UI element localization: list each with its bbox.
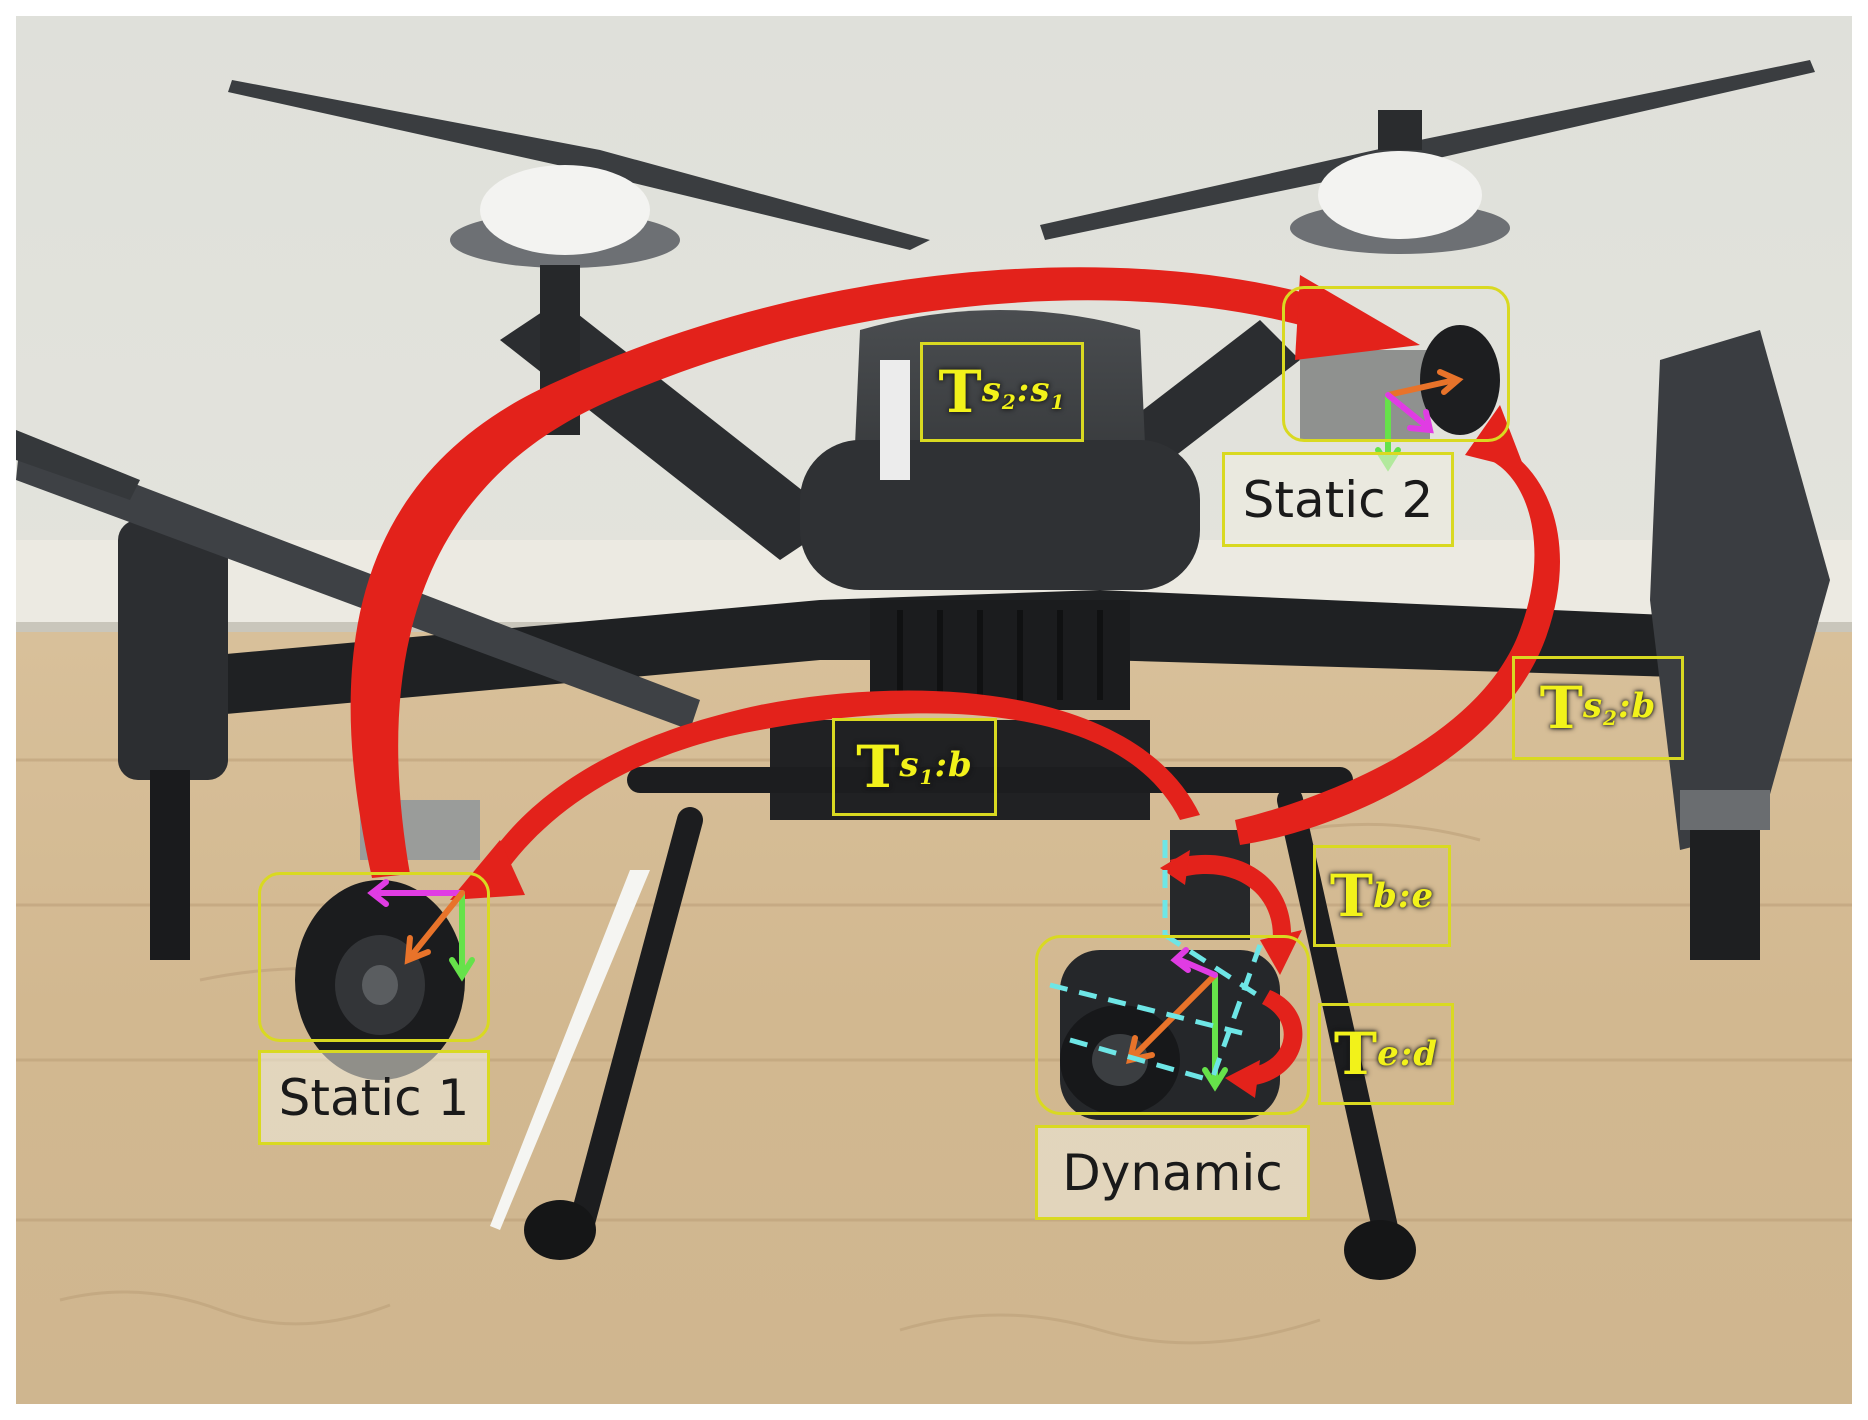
- transform-s2-s1-sub-a: 2: [1001, 389, 1017, 414]
- label-static-1: Static 1: [258, 1050, 490, 1145]
- axes-static-1: [367, 879, 475, 982]
- arrow-b-to-s2: [1235, 445, 1560, 845]
- transform-e-d-sup-b: d: [1413, 1034, 1439, 1074]
- landing-gear: [567, 767, 1403, 1263]
- transform-s2-b-sub-a: 2: [1603, 705, 1618, 730]
- transform-s2-s1-sup-b: s: [1030, 370, 1051, 411]
- transform-s1-b-sep: :: [934, 745, 949, 786]
- transform-s2-b-sup-b: b: [1631, 686, 1657, 727]
- label-dynamic: Dynamic: [1035, 1125, 1310, 1220]
- transform-e-d-sup-a: e: [1377, 1034, 1400, 1074]
- transform-s1-b-sub-a: 1: [919, 764, 935, 789]
- camera-box-dynamic: [1035, 935, 1310, 1115]
- top-left-rotor: [228, 80, 930, 435]
- right-motor: [1650, 330, 1830, 960]
- camera-box-static-2: [1282, 286, 1510, 442]
- label-static-2: Static 2: [1222, 452, 1454, 547]
- transform-s1-b-base: T: [856, 733, 900, 801]
- arrow-b-to-e: [1170, 854, 1292, 950]
- transform-s2-b-sup-a: s: [1582, 686, 1604, 727]
- transform-s2-b-base: T: [1539, 674, 1583, 742]
- transform-s2-s1-sep: :: [1016, 370, 1031, 411]
- transform-b-e-sup-b: e: [1411, 876, 1435, 916]
- label-static-2-text: Static 2: [1242, 470, 1434, 529]
- transform-arrows: [350, 267, 1560, 1098]
- gimbal-frame: [1049, 840, 1267, 1086]
- transform-s1-b-sup-a: s: [899, 745, 920, 786]
- transform-e-d-sep: :: [1399, 1034, 1414, 1074]
- left-motor: [16, 430, 700, 960]
- camera-box-static-1: [258, 872, 490, 1042]
- transform-s2-s1-sub-b: 1: [1050, 389, 1066, 414]
- static-1-camera: [295, 800, 480, 1080]
- transform-s2-b-sep: :: [1617, 686, 1632, 727]
- transform-e-d-base: T: [1333, 1020, 1378, 1088]
- arrow-e-to-d: [1250, 990, 1303, 1085]
- transform-b-e-base: T: [1329, 862, 1374, 930]
- dynamic-gimbal-camera: [1060, 830, 1280, 1120]
- transform-b-e-sup-a: b: [1373, 876, 1398, 916]
- transform-s1-b-sup-b: b: [948, 745, 973, 786]
- label-static-1-text: Static 1: [278, 1068, 470, 1127]
- top-right-rotor: [1040, 60, 1815, 254]
- transform-s2-s1-sup-a: s: [981, 370, 1002, 411]
- arrow-b-to-s1: [480, 690, 1200, 880]
- label-dynamic-text: Dynamic: [1062, 1143, 1283, 1202]
- transform-b-e-sep: :: [1397, 876, 1412, 916]
- transform-s2-s1-base: T: [938, 358, 982, 426]
- drone: [16, 60, 1830, 1280]
